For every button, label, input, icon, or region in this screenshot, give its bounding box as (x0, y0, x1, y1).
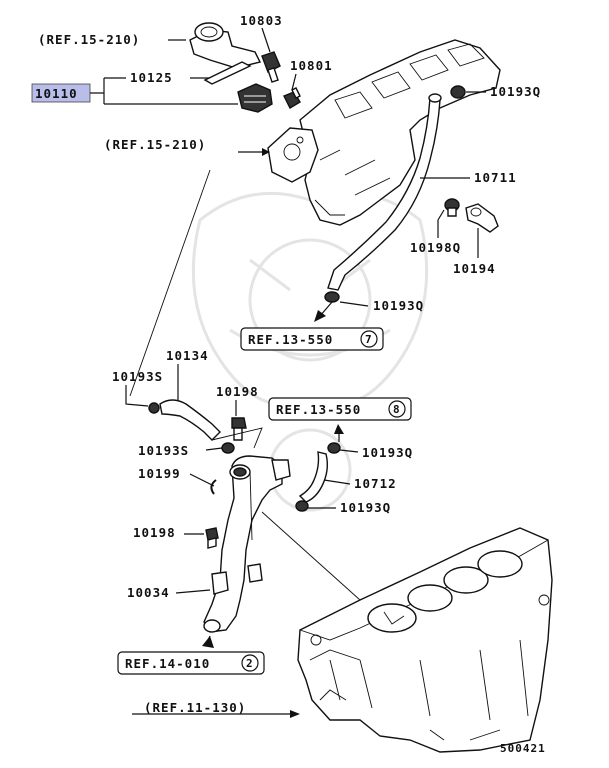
label-10194: 10194 (453, 261, 496, 276)
gasket-10125 (203, 61, 252, 85)
label-10801: 10801 (290, 58, 333, 73)
thermostat-housing (267, 127, 319, 183)
leader-10193q-b (339, 301, 369, 307)
water-pipe-10034 (203, 455, 291, 633)
label-10034: 10034 (127, 585, 170, 600)
label-10193s-a: 10193S (112, 369, 163, 384)
label-10198q: 10198Q (410, 240, 461, 255)
connector-line-lower (261, 511, 361, 601)
connector-10193s-lower (211, 427, 263, 449)
ref-box-13-550-8[interactable]: REF.13-550 8 (268, 397, 412, 421)
clamp-10193q-lower (324, 291, 340, 303)
leader-10198q (437, 209, 445, 238)
leader-10034 (175, 589, 211, 594)
ref-box-13-550-7[interactable]: REF.13-550 7 (240, 327, 384, 351)
sensor-10801 (283, 87, 301, 109)
ref-mid-label: (REF.15-210) (104, 137, 206, 152)
watermark-emblem-icon (191, 191, 429, 512)
ref-box-14-010-2[interactable]: REF.14-010 2 (117, 651, 265, 675)
leader-10801 (291, 73, 297, 91)
label-10198-b: 10198 (133, 525, 176, 540)
ref-box-2-text: REF.13-550 (276, 402, 361, 417)
label-10199: 10199 (138, 466, 181, 481)
connector-line-upper (129, 169, 211, 397)
bracket-10194 (465, 203, 499, 233)
label-10193s-b: 10193S (138, 443, 189, 458)
leader-10193q-c (339, 449, 359, 453)
label-10803: 10803 (240, 13, 283, 28)
label-10198-a: 10198 (216, 384, 259, 399)
bolt-10198-upper (231, 417, 247, 441)
label-10193q-d: 10193Q (340, 500, 391, 515)
label-10193q-c: 10193Q (362, 445, 413, 460)
label-10134: 10134 (166, 348, 209, 363)
bolt-10198q (444, 198, 460, 217)
hose-10134 (148, 399, 221, 441)
intake-manifold (299, 39, 501, 226)
label-10110[interactable]: 10110 (35, 86, 78, 101)
diagram-number: 500421 (500, 742, 546, 755)
leader-10110 (90, 77, 238, 105)
arrow-to-ref-13-550-8 (334, 424, 344, 434)
thermostat-part (237, 83, 273, 113)
leader-10712 (323, 479, 351, 485)
label-10711: 10711 (474, 170, 517, 185)
ref-box-1-circle-text: 7 (365, 333, 373, 346)
ref-box-3-text: REF.14-010 (125, 656, 210, 671)
leader-10803 (261, 27, 271, 53)
oring-10199 (210, 479, 217, 495)
hose-10711 (327, 93, 442, 291)
leader-10193s-b (205, 447, 223, 451)
ref-box-2-circle-text: 8 (393, 403, 401, 416)
water-outlet-fitting (189, 22, 262, 69)
label-10712: 10712 (354, 476, 397, 491)
connector-line-pipe (249, 469, 253, 541)
label-10125: 10125 (130, 70, 173, 85)
label-10193q-b: 10193Q (373, 298, 424, 313)
label-10193q-a: 10193Q (490, 84, 541, 99)
ref-top-label: (REF.15-210) (38, 32, 140, 47)
clamp-10193s-lower (221, 442, 235, 454)
sensor-10803 (261, 51, 281, 83)
hose-10712 (295, 442, 341, 512)
ref-box-1-text: REF.13-550 (248, 332, 333, 347)
leader-10199 (189, 473, 215, 487)
clamp-10193q-upper (450, 85, 466, 99)
ref-bottom-label: (REF.11-130) (144, 700, 246, 715)
ref-box-3-circle-text: 2 (246, 657, 254, 670)
engine-block (297, 527, 553, 753)
arrow-to-ref-14-010 (202, 636, 214, 648)
bolt-10198-lower (205, 527, 219, 549)
leader-10193s-a (125, 385, 149, 407)
